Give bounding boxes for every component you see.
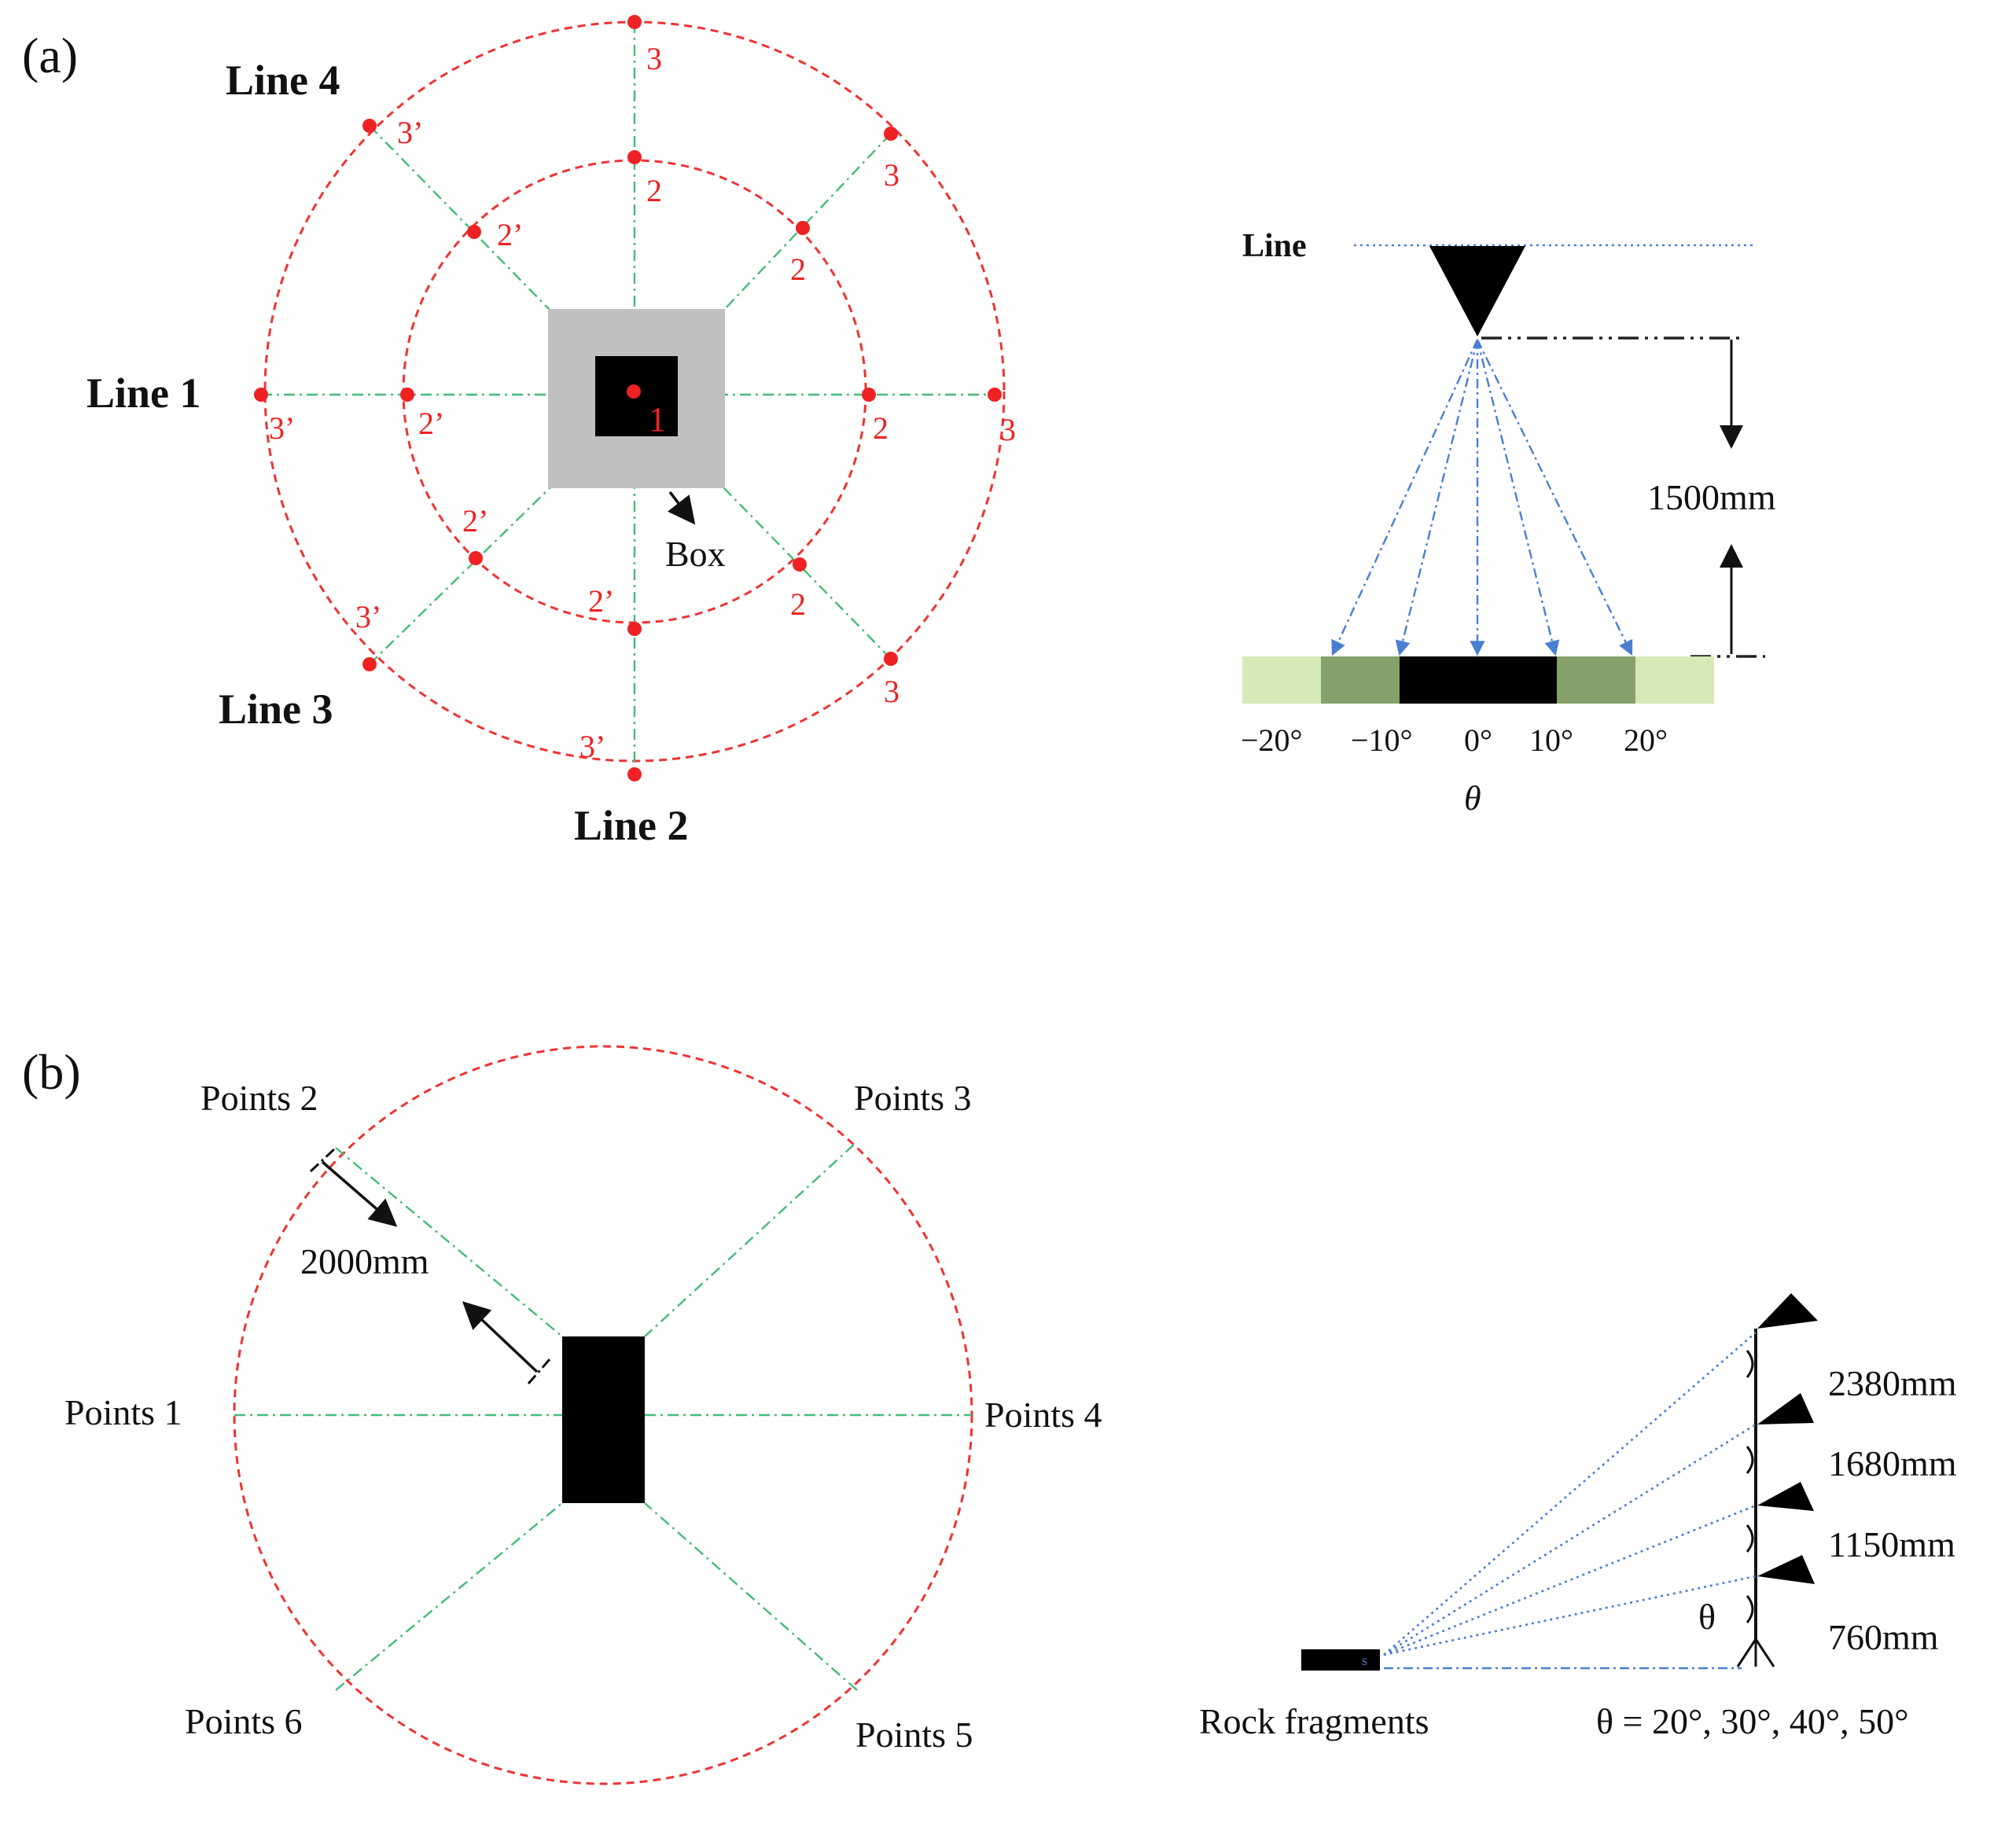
points-5-label: Points 5 <box>855 1715 973 1755</box>
points-6-label: Points 6 <box>185 1701 303 1741</box>
mast-leg-left <box>1736 1638 1757 1667</box>
sensor-icon-4 <box>1757 1555 1815 1584</box>
inner-label-top: 2 <box>646 173 662 208</box>
center-block <box>562 1336 645 1503</box>
center-point <box>627 384 641 399</box>
inner-label-se: 2 <box>790 586 806 622</box>
inner-label-bottom: 2’ <box>588 583 614 619</box>
sight-lines <box>1383 1332 1757 1670</box>
radius-arrow-in <box>321 1160 398 1227</box>
panel-a-label: (a) <box>22 28 78 83</box>
sensor-icon-1 <box>1757 1293 1818 1329</box>
inner-label-nw: 2’ <box>497 217 523 252</box>
line-3-label: Line 3 <box>219 686 333 733</box>
center-point-label: 1 <box>649 400 666 439</box>
angle-label-3: 10° <box>1529 722 1573 758</box>
sensor-icon-2 <box>1757 1393 1814 1424</box>
inner-label-left: 2’ <box>418 406 444 441</box>
outer-label-right: 3 <box>1000 412 1016 447</box>
theta-values-label: θ = 20°, 30°, 40°, 50° <box>1596 1701 1909 1741</box>
height-2380-label: 2380mm <box>1828 1363 1957 1403</box>
box-label: Box <box>665 534 726 574</box>
inner-label-ne: 2 <box>790 252 806 287</box>
side-line-label: Line <box>1242 228 1307 264</box>
rock-fragments-label: Rock fragments <box>1199 1701 1429 1741</box>
zone-center <box>1400 656 1557 704</box>
outer-label-top: 3 <box>646 41 662 76</box>
height-1150-label: 1150mm <box>1828 1524 1955 1564</box>
dim-tick-bottom <box>527 1358 552 1384</box>
radius-label: 2000mm <box>300 1241 429 1281</box>
mast-leg-right <box>1754 1638 1775 1667</box>
inner-points <box>400 150 876 636</box>
angle-arc-1 <box>1746 1350 1754 1378</box>
height-760-label: 760mm <box>1828 1617 1939 1657</box>
angle-label-0: −20° <box>1241 722 1303 758</box>
panel-b: (b) 2000mm Points 1 Points 2 Points 3 Po… <box>22 1044 1102 1785</box>
outer-label-left: 3’ <box>269 410 295 446</box>
panel-a-side: Line 1500mm −20° −10° 0° 10° 20° θ <box>1241 228 1776 818</box>
line-1-label: Line 1 <box>86 369 201 417</box>
theta-b-label: θ <box>1698 1597 1716 1637</box>
dim-tick-top <box>309 1146 337 1173</box>
angle-arc-4 <box>1746 1595 1754 1623</box>
inner-label-right: 2 <box>873 410 888 446</box>
points-2-label: Points 2 <box>200 1078 318 1118</box>
line-4-label: Line 4 <box>226 57 340 104</box>
rock-fragments-block <box>1301 1649 1380 1671</box>
outer-label-se: 3 <box>884 674 899 709</box>
outer-label-nw: 3’ <box>397 115 423 150</box>
radius-arrow-out <box>462 1301 539 1373</box>
angle-arc-3 <box>1746 1524 1754 1553</box>
panel-b-label: (b) <box>22 1044 81 1100</box>
outer-label-bottom: 3’ <box>579 729 605 764</box>
points-1-label: Points 1 <box>64 1392 182 1432</box>
angle-label-4: 20° <box>1624 722 1668 758</box>
box-arrow <box>667 491 696 525</box>
inner-label-sw: 2’ <box>462 503 488 539</box>
outer-points <box>254 15 1002 781</box>
s-label: s <box>1362 1652 1367 1668</box>
zone-inner-left <box>1321 656 1400 704</box>
points-radial-lines <box>234 1144 972 1691</box>
side-sight-lines <box>1331 339 1633 656</box>
height-label: 1500mm <box>1647 477 1776 517</box>
angle-label-1: −10° <box>1351 722 1413 758</box>
angle-arc-2 <box>1746 1446 1754 1474</box>
zone-inner-right <box>1557 656 1635 704</box>
sensor-icon-3 <box>1757 1482 1814 1511</box>
zone-outer-right <box>1635 656 1714 704</box>
zone-outer-left <box>1242 656 1321 704</box>
outer-label-sw: 3’ <box>355 599 381 634</box>
outer-label-ne: 3 <box>884 157 899 193</box>
points-4-label: Points 4 <box>984 1395 1102 1435</box>
line-2-label: Line 2 <box>574 802 689 849</box>
height-1680-label: 1680mm <box>1828 1443 1957 1483</box>
sensor-triangle-icon <box>1429 246 1525 336</box>
panel-a: (a) 1 Box <box>22 15 1016 849</box>
panel-b-side: s 2380mm 1680mm 1150mm 760mm θ Rock frag… <box>1199 1293 1957 1741</box>
angle-label-2: 0° <box>1464 722 1492 758</box>
theta-label: θ <box>1464 779 1481 818</box>
points-3-label: Points 3 <box>854 1078 972 1118</box>
